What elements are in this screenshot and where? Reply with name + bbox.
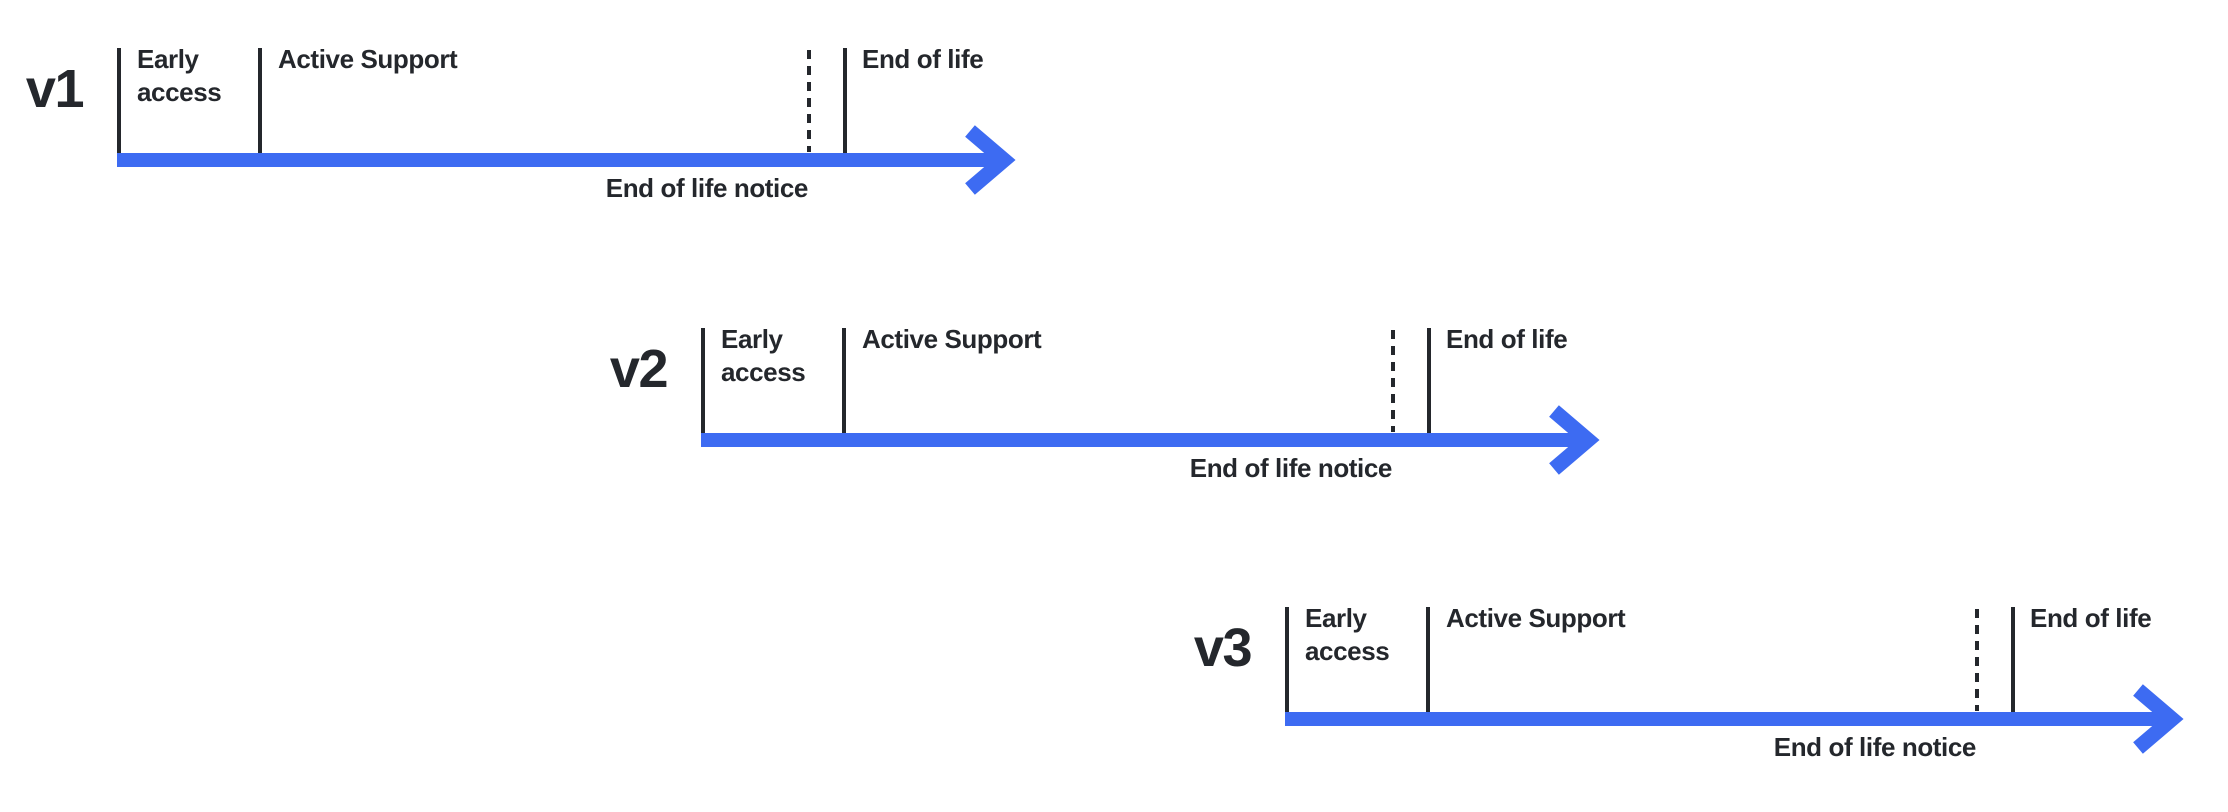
active-support-label: Active Support <box>862 324 1042 354</box>
eol-notice-label: End of life notice <box>605 173 809 203</box>
end-of-life-label: End of life <box>2030 603 2152 633</box>
timeline-row-v2: v2 Early access Active Support End of li… <box>610 324 1661 498</box>
eol-notice-label: End of life notice <box>1189 453 1393 483</box>
eol-notice-label: End of life notice <box>1773 732 1977 762</box>
arrow-head-icon <box>965 125 1016 195</box>
version-label: v1 <box>25 59 85 119</box>
active-support-label: Active Support <box>278 44 458 74</box>
early-access-label: Early access <box>137 44 222 107</box>
timeline-row-v3: v3 Early access Active Support End of li… <box>1194 603 2228 777</box>
arrow-head-icon <box>2133 684 2184 754</box>
active-support-label: Active Support <box>1446 603 1626 633</box>
arrow-head-icon <box>1549 405 1600 475</box>
version-label: v2 <box>609 339 669 399</box>
early-access-label: Early access <box>1305 603 1390 666</box>
early-access-label: Early access <box>721 324 806 387</box>
timeline-row-v1: v1 Early access Active Support End of li… <box>26 44 1077 218</box>
end-of-life-label: End of life <box>1446 324 1568 354</box>
end-of-life-label: End of life <box>862 44 984 74</box>
version-label: v3 <box>1193 618 1253 678</box>
